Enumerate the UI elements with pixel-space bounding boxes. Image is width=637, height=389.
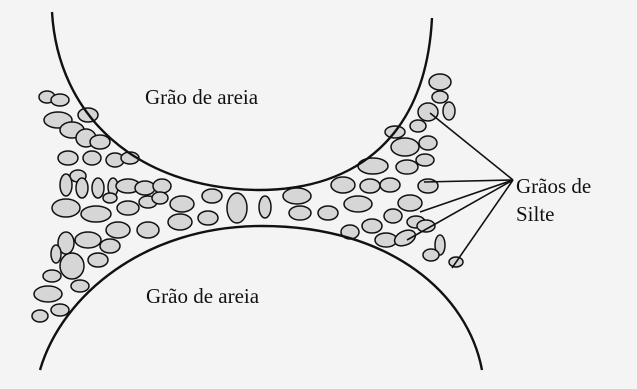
silt-grain	[380, 178, 400, 192]
silt-grain	[396, 160, 418, 174]
silt-grain	[106, 222, 130, 238]
silt-grain	[137, 222, 159, 238]
silt-grain	[391, 138, 419, 156]
silt-grain	[153, 179, 171, 193]
silt-label-line1: Grãos de	[516, 172, 591, 200]
silt-grain	[170, 196, 194, 212]
silt-grain	[227, 193, 247, 223]
silt-grain	[410, 120, 426, 132]
silt-grain	[83, 151, 101, 165]
silt-grain	[88, 253, 108, 267]
silt-grain	[75, 232, 101, 248]
pointer-line	[430, 113, 513, 180]
silt-grain	[198, 211, 218, 225]
sand-grain-top-label: Grão de areia	[145, 87, 258, 108]
silt-grain	[443, 102, 455, 120]
pointer-line	[424, 180, 513, 182]
silt-grain	[331, 177, 355, 193]
silt-grain	[362, 219, 382, 233]
silt-grain	[135, 181, 155, 195]
silt-grain	[432, 91, 448, 103]
silt-grain	[71, 280, 89, 292]
silt-grain	[358, 158, 388, 174]
silt-grain	[117, 201, 139, 215]
silt-grain	[51, 94, 69, 106]
silt-grain	[259, 196, 271, 218]
silt-grain	[51, 304, 69, 316]
silt-grain	[168, 214, 192, 230]
silt-grain	[360, 179, 380, 193]
silt-grain	[52, 199, 80, 217]
silt-grain	[429, 74, 451, 90]
silt-grain	[202, 189, 222, 203]
silt-grain	[344, 196, 372, 212]
silt-grain	[392, 227, 418, 249]
silt-grain	[60, 253, 84, 279]
pointer-line	[452, 180, 513, 268]
silt-grain	[152, 192, 168, 204]
silt-grain	[90, 135, 110, 149]
silt-grain	[34, 286, 62, 302]
silt-grain	[92, 178, 104, 198]
silt-grains-label: Grãos de Silte	[516, 172, 591, 229]
silt-grain	[51, 245, 61, 263]
silt-grain	[398, 195, 422, 211]
silt-grain	[58, 151, 78, 165]
silt-grain	[283, 188, 311, 204]
silt-grain	[100, 239, 120, 253]
silt-grain	[43, 270, 61, 282]
silt-grain	[423, 249, 439, 261]
sand-grain-bottom-label: Grão de areia	[146, 286, 259, 307]
silt-grain	[416, 154, 434, 166]
silt-grain	[103, 193, 117, 203]
silt-grain	[60, 174, 72, 196]
silt-grain	[32, 310, 48, 322]
silt-grain	[418, 103, 438, 121]
silt-grain	[318, 206, 338, 220]
silt-grain	[81, 206, 111, 222]
silt-label-line2: Silte	[516, 200, 591, 228]
silt-grain	[375, 233, 397, 247]
silt-grain	[289, 206, 311, 220]
silt-grain	[419, 136, 437, 150]
silt-grain	[76, 178, 88, 198]
silt-grain	[384, 209, 402, 223]
